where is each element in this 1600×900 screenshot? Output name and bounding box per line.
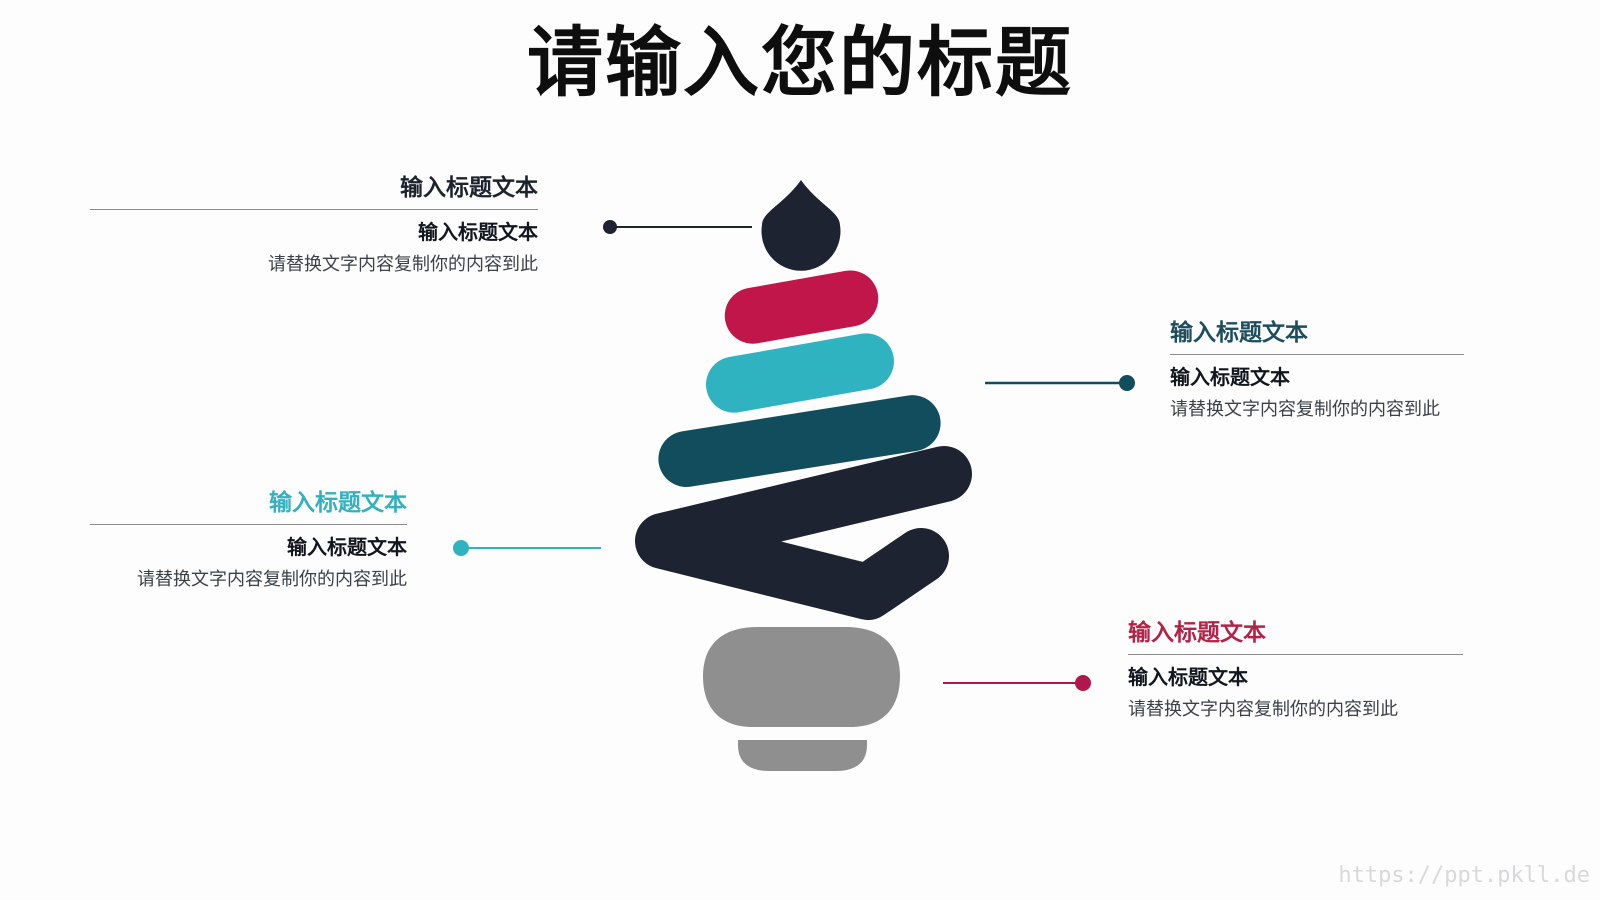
callout-body-text: 请替换文字内容复制你的内容到此 bbox=[1170, 399, 1440, 419]
slide-title-placeholder[interactable]: 请输入您的标题 bbox=[527, 21, 1073, 106]
droplet-shape bbox=[761, 180, 841, 271]
callout-subheading: 输入标题文本 bbox=[418, 222, 538, 244]
callout-heading: 输入标题文本 bbox=[1170, 319, 1308, 345]
callout-heading: 输入标题文本 bbox=[1128, 619, 1266, 645]
callout-divider bbox=[1170, 354, 1464, 355]
crimson-bar-shape bbox=[724, 270, 879, 344]
callout-subheading: 输入标题文本 bbox=[287, 537, 407, 559]
connector-dot-middle-left bbox=[453, 540, 469, 556]
callout-subheading: 输入标题文本 bbox=[1128, 667, 1248, 689]
connector-dot-top-left bbox=[603, 220, 617, 234]
callout-body-text: 请替换文字内容复制你的内容到此 bbox=[137, 569, 407, 589]
gray-pot-shape bbox=[703, 627, 900, 727]
dark-teal-bar-shape bbox=[658, 395, 941, 487]
callout-top-left[interactable]: 输入标题文本 输入标题文本 请替换文字内容复制你的内容到此 bbox=[90, 174, 538, 276]
callout-divider bbox=[1128, 654, 1463, 655]
callout-middle-right[interactable]: 输入标题文本 输入标题文本 请替换文字内容复制你的内容到此 bbox=[1170, 319, 1464, 421]
navy-ribbon-shape bbox=[635, 446, 972, 620]
callout-bottom-right[interactable]: 输入标题文本 输入标题文本 请替换文字内容复制你的内容到此 bbox=[1128, 619, 1463, 721]
callout-divider bbox=[90, 209, 538, 210]
callout-heading: 输入标题文本 bbox=[269, 489, 407, 515]
gray-base-shape bbox=[738, 740, 867, 771]
callout-middle-left[interactable]: 输入标题文本 输入标题文本 请替换文字内容复制你的内容到此 bbox=[90, 489, 407, 591]
teal-bar-shape bbox=[706, 333, 894, 413]
watermark-url: https://ppt.pkll.de bbox=[1338, 863, 1590, 888]
callout-divider bbox=[90, 524, 407, 525]
callout-body-text: 请替换文字内容复制你的内容到此 bbox=[1128, 699, 1398, 719]
callout-body-text: 请替换文字内容复制你的内容到此 bbox=[268, 254, 538, 274]
callout-heading: 输入标题文本 bbox=[400, 174, 538, 200]
connector-dot-bottom-right bbox=[1075, 675, 1091, 691]
callout-subheading: 输入标题文本 bbox=[1170, 367, 1290, 389]
connector-dot-middle-right bbox=[1119, 375, 1135, 391]
